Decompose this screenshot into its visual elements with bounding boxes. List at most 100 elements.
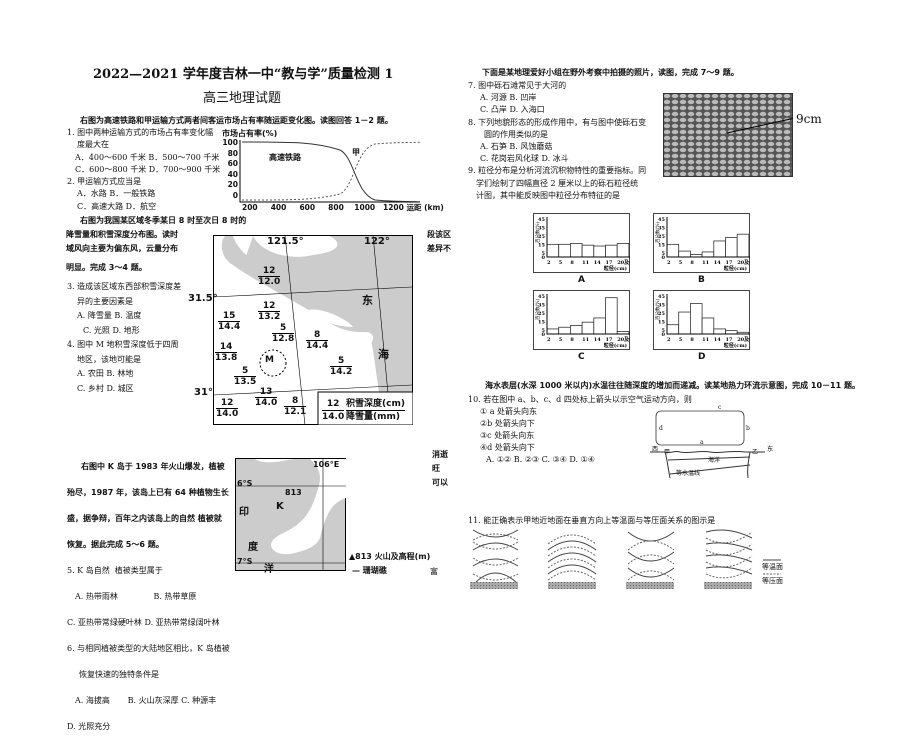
snow-map — [213, 235, 413, 425]
xtick: 600 — [299, 203, 316, 212]
page-title: 2022—2021 学年度吉林一中“教与学”质量检测 1 — [93, 67, 394, 82]
xtick: 20及以上 — [617, 336, 630, 343]
option-b — [547, 534, 597, 589]
ytick: 15 — [538, 319, 545, 325]
market-share-chart — [239, 140, 420, 203]
isobar-options — [470, 529, 753, 589]
chart1-xticks: 200 400 600 800 1000 1200 运距 (km) — [242, 202, 444, 213]
ytick: 0 — [542, 332, 546, 338]
label-c: c — [718, 404, 722, 411]
bar — [666, 324, 680, 335]
ylabel: 百分数(%) — [534, 221, 541, 243]
xtick: 20及以上 — [617, 259, 630, 266]
intro3-right-line: 旺 — [432, 464, 440, 473]
question-11: 11. 能正确表示甲地近地面在垂直方向上等温面与等压面关系的图示是 — [468, 516, 716, 525]
snow-depth: 14 — [215, 342, 238, 353]
snow-depth: 15 — [218, 311, 241, 322]
q4-options: A. 农田 B. 林地 — [77, 369, 134, 378]
q7-options: A. 河源 B. 凹岸 — [480, 93, 537, 103]
intro2-right: 段该区差异不 — [427, 228, 451, 256]
histogram-label: A — [578, 275, 585, 285]
ytick: 25 — [658, 311, 665, 317]
xtick: 17 — [726, 260, 733, 266]
island-k: K — [276, 501, 284, 512]
sea-label: 东 — [362, 294, 373, 307]
q2-options-cd: C．高速大路 D．航空 — [77, 201, 157, 211]
legend-snow-depth: 积雪深度(cm) — [346, 399, 405, 411]
q6-options: D. 光照充分 — [67, 722, 111, 731]
legend-isotherm: 等温面 — [762, 563, 783, 571]
ytick: 0 — [662, 255, 666, 261]
q1-stem: 1. 图中两种运输方式的市场占有率变化幅 — [67, 128, 214, 137]
ytick: 5 — [662, 251, 666, 257]
bar — [690, 303, 703, 335]
snowfall: 12.0 — [258, 277, 281, 287]
q2-options-ab: A．水路 B．一般铁路 — [77, 189, 156, 199]
bar — [605, 244, 618, 258]
lat-label: 31.5° — [188, 293, 218, 304]
q3-stem: 3. 造成该区域东西部积雪深度差 — [67, 282, 182, 291]
q8-stem2: 圆的作用类似的是 — [484, 129, 548, 139]
ytick: 15 — [538, 242, 545, 248]
q10-options: A. ①② B. ②③ C. ③④ D. ①④ — [486, 455, 595, 464]
q8-options: A. 石笋 B. 风蚀蘑菇 — [480, 142, 553, 152]
bar — [605, 297, 618, 335]
q5-stem: 5. K 岛自然 植被类型属于 — [67, 566, 163, 575]
question-1: 1. 图中两种运输方式的市场占有率变化幅 度最大在 A．400～600 千米 B… — [67, 127, 220, 213]
q4-stem: 4. 图中 M 地积雪深度低于四周 — [67, 340, 179, 349]
q6-stem: 6. 与相同植被类型的大陆地区相比，K 岛植被 — [67, 644, 230, 653]
series-label-hsr: 高速铁路 — [269, 153, 301, 162]
q2-stem: 2. 甲运输方式应当是 — [67, 177, 142, 187]
legend-snowfall: 降雪量(mm) — [346, 412, 400, 422]
xtick: 8 — [690, 260, 694, 266]
q3-options: A. 降雪量 B. 温度 — [77, 311, 142, 320]
q1-options-cd: C．600～800 千米 D．700～900 千米 — [75, 164, 221, 174]
q6-options: A. 海拔高 B. 火山灰深厚 C. 种源丰 — [75, 696, 217, 705]
bar — [546, 328, 560, 335]
xtick: 2 — [667, 337, 671, 343]
hsr-curve — [241, 141, 420, 203]
q10-item: ④d 处箭头向下 — [480, 443, 535, 452]
ytick: 45 — [538, 217, 545, 223]
xtick: 8 — [570, 260, 574, 266]
xtick: 800 — [328, 203, 344, 212]
snowfall: 13.2 — [258, 312, 281, 322]
snowfall: 14.4 — [218, 322, 241, 332]
lon-label: 122° — [364, 236, 390, 247]
label-yi: 乙 — [752, 449, 759, 456]
q5-options: A. 热带雨林 B. 热带草原 — [75, 592, 197, 601]
snowfall: 12.8 — [272, 334, 295, 344]
snowfall: 13.5 — [234, 377, 257, 387]
legend-coral: — 珊瑚礁 — [352, 566, 387, 575]
q8-stem: 8. 下列地貌形态的形成作用中，有与图中使砾石变 — [468, 117, 647, 127]
ytick: 35 — [658, 302, 665, 308]
xtick: 14 — [714, 260, 721, 266]
q1-options-ab: A．400～600 千米 B．500～700 千米 — [75, 152, 220, 162]
ytick: 35 — [658, 225, 665, 231]
ytick: 5 — [542, 328, 546, 334]
intro3-line: 恢复。据此完成 5～6 题。 — [67, 540, 164, 549]
xtick: 400 — [270, 203, 287, 212]
ytick: 0 — [232, 190, 238, 200]
intro-10-11: 海水表层(水深 1000 米以内)水温往往随深度的增加而递减。读某地热力环流示意… — [485, 381, 860, 390]
ocean-label: 洋 — [264, 564, 274, 575]
q3-options: C. 光照 D. 地形 — [83, 325, 140, 335]
intro2-right-line: 差异不 — [427, 244, 451, 253]
snowfall: 14.2 — [330, 367, 353, 377]
ocean-label: 印 — [239, 507, 249, 518]
ytick: 25 — [538, 311, 545, 317]
q5-options: C. 亚热带常绿硬叶林 D. 亚热带常绿阔叶林 — [67, 618, 220, 627]
legend-volcano: ▲813 火山及高程(m) — [349, 552, 431, 561]
q9-stem3: 计图，其中能反映图中粒径分布特征的是 — [476, 190, 620, 200]
chart1-ylabel: 市场占有率(%) — [222, 129, 278, 138]
xtick: 11 — [582, 260, 589, 266]
histogram-label: C — [578, 352, 585, 362]
